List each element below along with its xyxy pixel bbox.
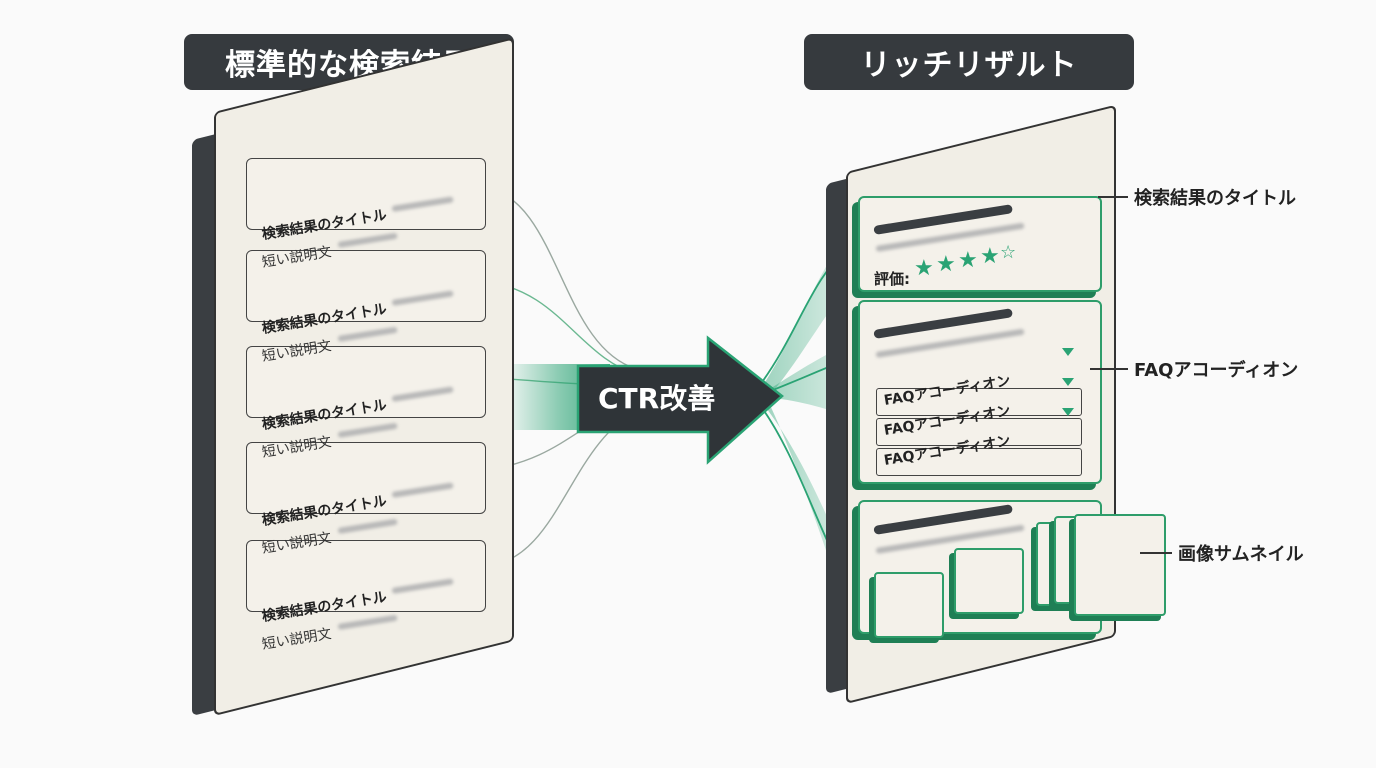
callout-thumbnails: 画像サムネイル xyxy=(1178,544,1304,565)
result-card[interactable] xyxy=(246,442,486,514)
rating-label: 評価: xyxy=(874,270,910,288)
image-thumbnail[interactable] xyxy=(954,548,1024,614)
arrow-tail xyxy=(500,364,610,430)
chevron-down-icon[interactable] xyxy=(1062,378,1074,386)
faq-accordion-row[interactable] xyxy=(876,448,1082,476)
callout-faq: FAQアコーディオン xyxy=(1134,360,1299,381)
chevron-down-icon[interactable] xyxy=(1062,408,1074,416)
result-card[interactable] xyxy=(246,346,486,418)
ctr-arrow-label: CTR改善 xyxy=(598,382,716,415)
star-icon: ★ xyxy=(936,252,956,277)
image-thumbnail[interactable] xyxy=(1074,514,1166,616)
callout-line xyxy=(1090,368,1128,370)
star-icon: ★ xyxy=(914,256,934,281)
faq-accordion-row[interactable] xyxy=(876,418,1082,446)
callout-line xyxy=(1098,196,1128,198)
image-thumbnail[interactable] xyxy=(874,572,944,638)
star-icon: ★ xyxy=(958,248,978,273)
faq-accordion-row[interactable] xyxy=(876,388,1082,416)
callout-line xyxy=(1140,552,1172,554)
half-star-icon: ☆ xyxy=(1000,242,1017,263)
result-card[interactable] xyxy=(246,540,486,612)
callout-title: 検索結果のタイトル xyxy=(1134,188,1296,209)
result-card[interactable] xyxy=(246,158,486,230)
result-card[interactable] xyxy=(246,250,486,322)
star-icon: ★ xyxy=(980,244,1000,269)
rich-results-header: リッチリザルト xyxy=(804,34,1134,90)
chevron-down-icon[interactable] xyxy=(1062,348,1074,356)
